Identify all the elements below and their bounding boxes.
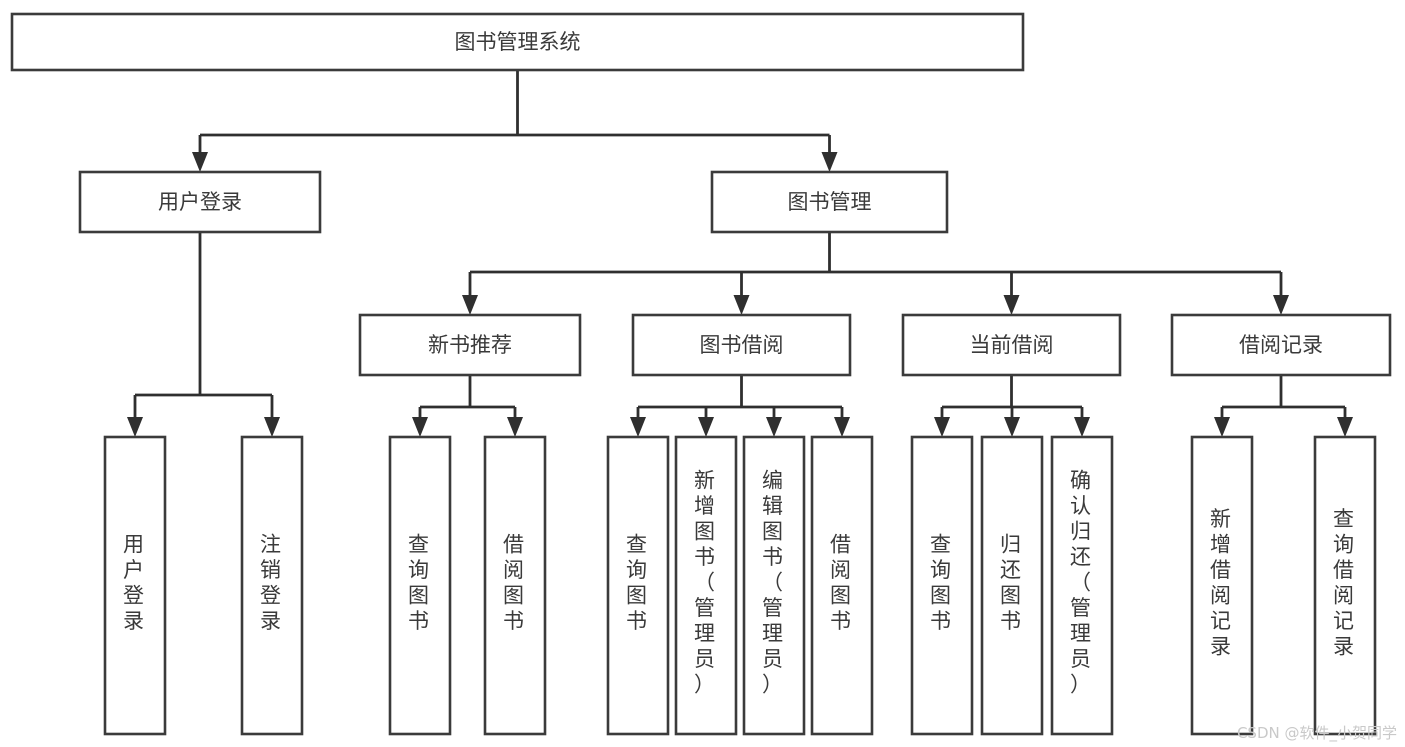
node-book-management-label: 图书管理: [788, 190, 872, 214]
node-leaf-query-book-1-box[interactable]: [388, 435, 452, 736]
node-book-borrow-box[interactable]: [631, 313, 852, 377]
node-new-book-recommend-box[interactable]: [358, 313, 582, 377]
node-borrow-record-box[interactable]: [1170, 313, 1392, 377]
arrow-head-icon: [1004, 417, 1020, 437]
arrow-head-icon: [127, 417, 143, 437]
node-leaf-add-book-box[interactable]: [674, 435, 738, 736]
node-leaf-edit-book[interactable]: 编辑图书（管理员）: [742, 435, 806, 736]
node-leaf-add-book[interactable]: 新增图书（管理员）: [674, 435, 738, 736]
connector-layer: [127, 70, 1353, 437]
root-node-book-management-system[interactable]: 图书管理系统: [10, 12, 1025, 72]
arrow-head-icon: [1273, 295, 1289, 315]
node-leaf-confirm-return-box[interactable]: [1050, 435, 1114, 736]
node-leaf-query-book-1-label: 查询图书: [408, 532, 432, 633]
node-current-borrow-box[interactable]: [901, 313, 1122, 377]
node-leaf-query-book-1[interactable]: 查询图书: [388, 435, 452, 736]
node-leaf-borrow-book-1-label: 借阅图书: [503, 532, 527, 633]
node-borrow-record[interactable]: 借阅记录: [1170, 313, 1392, 377]
arrow-head-icon: [462, 295, 478, 315]
node-current-borrow[interactable]: 当前借阅: [901, 313, 1122, 377]
node-leaf-user-login[interactable]: 用户登录: [103, 435, 167, 736]
arrow-head-icon: [192, 152, 208, 172]
node-user-login-box[interactable]: [78, 170, 322, 234]
arrow-head-icon: [264, 417, 280, 437]
arrow-head-icon: [412, 417, 428, 437]
node-leaf-edit-book-box[interactable]: [742, 435, 806, 736]
node-book-management-box[interactable]: [710, 170, 949, 234]
node-leaf-add-record-box[interactable]: [1190, 435, 1254, 736]
node-leaf-query-record-box[interactable]: [1313, 435, 1377, 736]
node-user-login-label: 用户登录: [158, 190, 242, 214]
node-book-management[interactable]: 图书管理: [710, 170, 949, 234]
node-leaf-add-record-label: 新增借阅记录: [1210, 507, 1234, 659]
node-book-borrow-label: 图书借阅: [700, 333, 784, 357]
node-leaf-query-book-3-box[interactable]: [910, 435, 974, 736]
node-borrow-record-label: 借阅记录: [1239, 333, 1323, 357]
node-leaf-user-login-box[interactable]: [103, 435, 167, 736]
node-leaf-add-record[interactable]: 新增借阅记录: [1190, 435, 1254, 736]
node-new-book-recommend-label: 新书推荐: [428, 333, 512, 357]
node-leaf-logout-login-label: 注销登录: [260, 532, 284, 633]
node-leaf-borrow-book-1-box[interactable]: [483, 435, 547, 736]
node-leaf-confirm-return[interactable]: 确认归还（管理员）: [1050, 435, 1114, 736]
node-leaf-query-book-2-label: 查询图书: [626, 532, 650, 633]
arrow-head-icon: [1214, 417, 1230, 437]
arrow-head-icon: [733, 295, 750, 315]
arrow-head-icon: [821, 152, 838, 172]
node-leaf-add-book-label: 新增图书（管理员）: [694, 469, 718, 697]
arrow-head-icon: [1074, 417, 1090, 437]
node-book-borrow[interactable]: 图书借阅: [631, 313, 852, 377]
node-leaf-user-login-label: 用户登录: [123, 532, 147, 633]
arrow-head-icon: [934, 417, 950, 437]
node-leaf-query-record[interactable]: 查询借阅记录: [1313, 435, 1377, 736]
arrow-head-icon: [507, 417, 523, 437]
arrow-head-icon: [1003, 295, 1020, 315]
arrow-head-icon: [1337, 417, 1353, 437]
node-new-book-recommend[interactable]: 新书推荐: [358, 313, 582, 377]
node-leaf-borrow-book-2-box[interactable]: [810, 435, 874, 736]
node-leaf-query-book-3[interactable]: 查询图书: [910, 435, 974, 736]
node-layer: 图书管理系统用户登录图书管理新书推荐图书借阅当前借阅借阅记录用户登录注销登录查询…: [10, 12, 1392, 736]
node-current-borrow-label: 当前借阅: [970, 333, 1054, 357]
root-node-book-management-system-label: 图书管理系统: [455, 30, 581, 54]
arrow-head-icon: [766, 417, 782, 437]
root-node-book-management-system-box[interactable]: [10, 12, 1025, 72]
node-user-login[interactable]: 用户登录: [78, 170, 322, 234]
node-leaf-borrow-book-1[interactable]: 借阅图书: [483, 435, 547, 736]
node-leaf-query-book-2-box[interactable]: [606, 435, 670, 736]
node-leaf-return-book-label: 归还图书: [1000, 532, 1024, 633]
node-leaf-query-book-2[interactable]: 查询图书: [606, 435, 670, 736]
node-leaf-query-book-3-label: 查询图书: [930, 532, 954, 633]
node-leaf-logout-login-box[interactable]: [240, 435, 304, 736]
node-leaf-query-record-label: 查询借阅记录: [1333, 507, 1357, 659]
node-leaf-return-book[interactable]: 归还图书: [980, 435, 1044, 736]
arrow-head-icon: [630, 417, 646, 437]
node-leaf-logout-login[interactable]: 注销登录: [240, 435, 304, 736]
arrow-head-icon: [834, 417, 850, 437]
node-leaf-confirm-return-label: 确认归还（管理员）: [1070, 469, 1094, 697]
node-leaf-return-book-box[interactable]: [980, 435, 1044, 736]
arrow-head-icon: [698, 417, 714, 437]
node-leaf-borrow-book-2[interactable]: 借阅图书: [810, 435, 874, 736]
node-leaf-edit-book-label: 编辑图书（管理员）: [762, 469, 786, 697]
node-leaf-borrow-book-2-label: 借阅图书: [830, 532, 854, 633]
